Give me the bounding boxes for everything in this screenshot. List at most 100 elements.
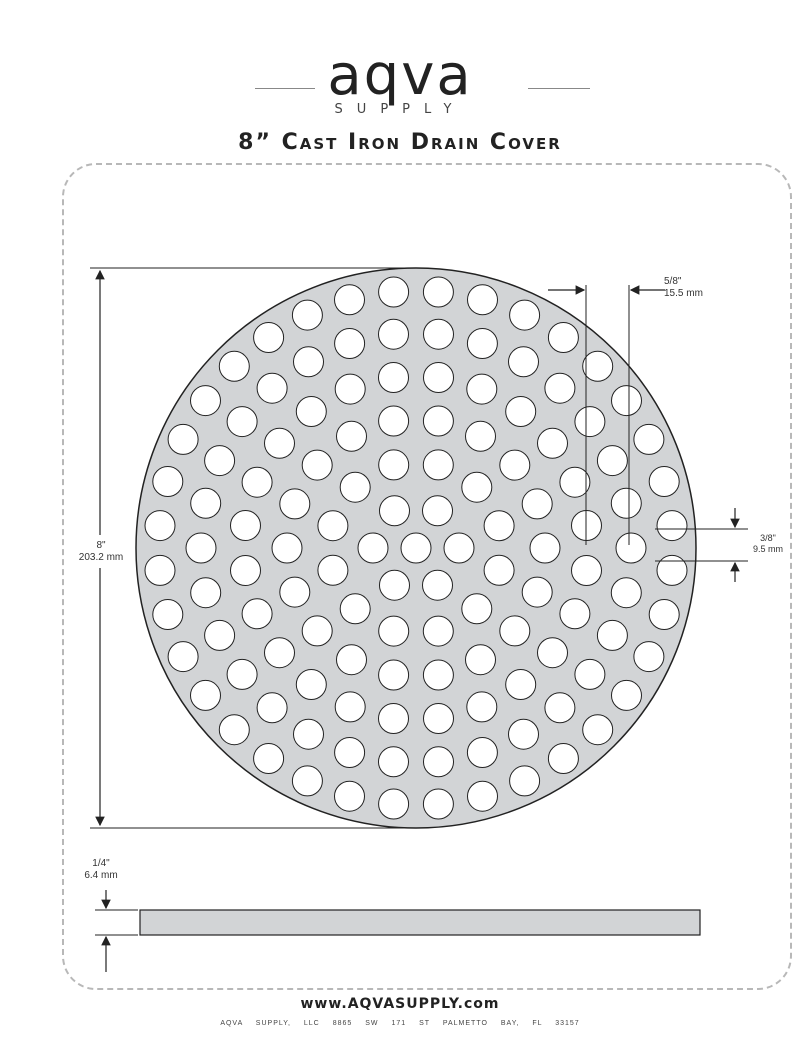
drain-hole — [152, 599, 184, 630]
drain-hole — [656, 510, 688, 542]
drain-hole — [279, 576, 311, 608]
drain-hole — [422, 495, 453, 527]
spacing-imperial: 5/8" — [664, 276, 682, 287]
drain-hole — [467, 284, 498, 316]
footer-city: PALMETTO BAY, FL 33157 — [442, 1020, 580, 1027]
drain-hole — [422, 569, 453, 601]
logo-line-right — [528, 88, 590, 89]
drain-hole — [291, 299, 323, 331]
drain-hole — [152, 466, 184, 497]
drain-hole — [339, 593, 371, 625]
diameter-imperial: 8" — [96, 540, 106, 551]
drain-hole — [529, 532, 561, 564]
drain-hole — [378, 318, 409, 350]
hole-label: 3/8" 9.5 mm — [738, 533, 798, 555]
drain-hole — [190, 487, 222, 519]
drain-hole — [610, 487, 642, 519]
thickness-label: 1/4" 6.4 mm — [76, 858, 126, 882]
drain-hole — [226, 406, 258, 438]
thickness-metric: 6.4 mm — [84, 870, 118, 881]
drain-hole — [537, 637, 568, 669]
drain-hole — [466, 328, 498, 359]
drain-hole — [499, 615, 531, 647]
drain-hole — [167, 423, 199, 455]
drain-hole — [461, 593, 493, 625]
diameter-metric: 203.2 mm — [78, 552, 124, 563]
drain-hole — [423, 318, 454, 350]
drain-hole — [611, 679, 642, 711]
drain-hole — [378, 788, 410, 820]
thickness-imperial: 1/4" — [92, 858, 110, 869]
drain-hole — [295, 669, 327, 700]
drain-hole — [334, 284, 365, 316]
footer-address: AQVA SUPPLY, LLC 8865 SW 171 ST PALMETTO… — [0, 1020, 800, 1027]
drain-hole — [521, 576, 553, 608]
drain-hole — [336, 420, 367, 452]
drain-hole — [544, 372, 576, 404]
hole-imperial: 3/8" — [760, 533, 776, 543]
drain-hole — [648, 599, 680, 630]
drain-hole — [291, 765, 323, 797]
drain-hole — [596, 445, 628, 477]
drain-hole — [241, 598, 273, 630]
spacing-label: 5/8" 15.5 mm — [664, 276, 703, 300]
drain-hole — [334, 691, 366, 723]
drain-hole — [357, 532, 389, 564]
drain-hole — [334, 737, 366, 768]
drain-hole — [293, 346, 324, 378]
drain-hole — [422, 659, 454, 691]
drain-hole — [185, 532, 217, 564]
drain-hole — [334, 780, 365, 812]
drain-hole — [422, 449, 454, 481]
drain-hole — [443, 532, 475, 564]
drain-hole — [483, 510, 515, 542]
drain-hole — [190, 577, 222, 609]
drain-hole — [144, 554, 176, 586]
drain-hole — [378, 703, 409, 734]
drain-hole — [271, 532, 303, 564]
drain-hole — [505, 396, 537, 427]
drain-hole — [190, 679, 221, 711]
drain-hole — [378, 615, 410, 647]
drain-hole — [230, 555, 261, 586]
drain-hole — [571, 555, 602, 586]
drain-hole — [334, 373, 366, 405]
drain-hole — [334, 328, 366, 359]
drain-hole — [253, 322, 285, 353]
drain-hole — [226, 658, 258, 690]
drain-hole — [466, 737, 498, 768]
brand-tagline: SUPPLY — [334, 102, 466, 117]
drain-hole — [582, 714, 614, 746]
drain-hole — [508, 718, 539, 750]
drain-hole — [508, 346, 539, 378]
diameter-label: 8" 203.2 mm — [66, 540, 136, 564]
drain-hole — [648, 466, 680, 497]
drain-hole — [423, 362, 454, 393]
drain-hole — [423, 703, 454, 734]
drain-hole — [547, 322, 579, 353]
drain-hole — [544, 692, 576, 724]
hole-grid — [144, 276, 688, 820]
footer-company: AQVA SUPPLY, LLC — [220, 1020, 320, 1027]
footer-street: 8865 SW 171 ST — [332, 1020, 430, 1027]
drain-hole — [465, 420, 496, 452]
drain-hole — [301, 449, 333, 481]
footer-url[interactable]: www.AQVASUPPLY.com — [300, 996, 500, 1012]
drain-hole — [204, 619, 236, 651]
drain-hole — [582, 350, 614, 382]
drain-hole — [293, 718, 324, 750]
brand-logo: aqva — [327, 43, 473, 108]
drain-hole — [422, 788, 454, 820]
drain-hole — [264, 637, 295, 669]
drain-hole — [610, 577, 642, 609]
drain-hole — [301, 615, 333, 647]
drain-hole — [256, 692, 288, 724]
drain-hole — [574, 658, 606, 690]
drain-hole — [466, 691, 498, 723]
drain-hole — [596, 619, 628, 651]
drain-hole — [378, 449, 410, 481]
drain-hole — [241, 466, 273, 498]
drain-hole — [378, 746, 409, 778]
drain-hole — [256, 372, 288, 404]
drain-hole — [656, 554, 688, 586]
